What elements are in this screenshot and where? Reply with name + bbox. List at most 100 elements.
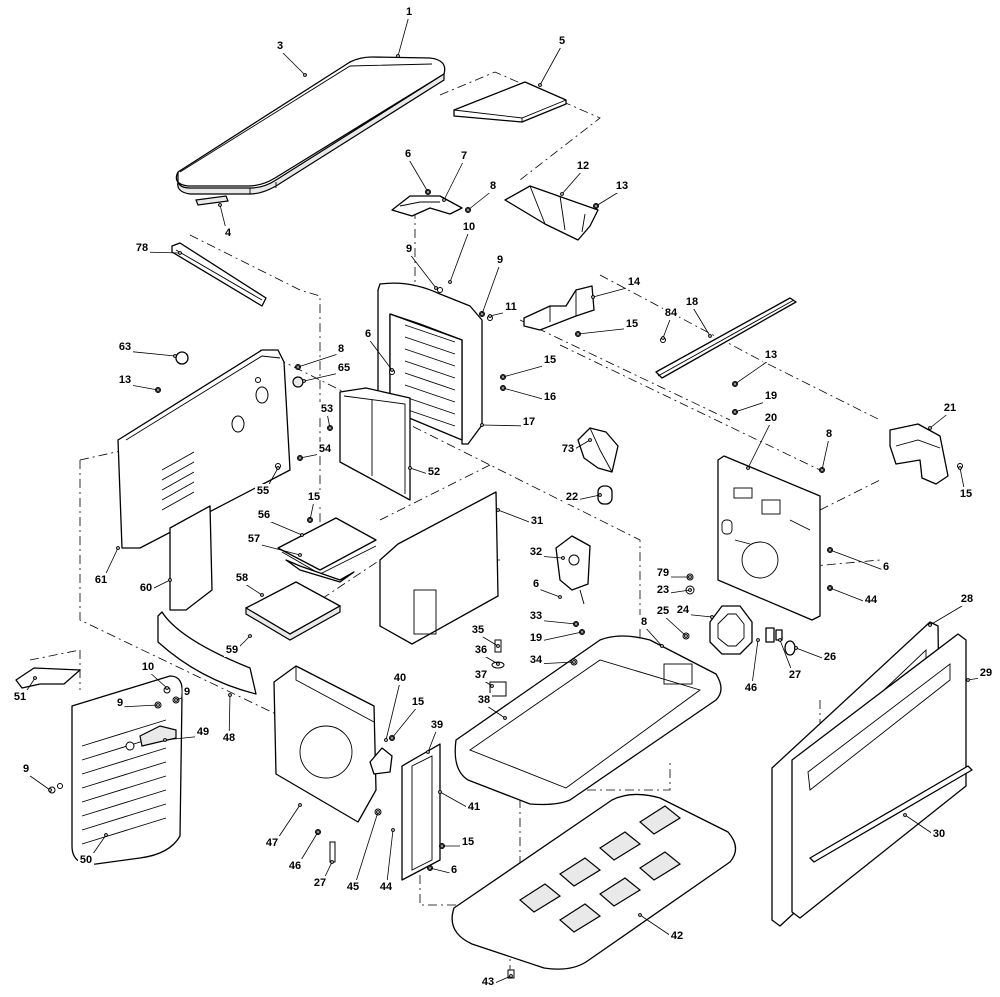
callout-number-bg: [336, 342, 346, 356]
callout-leader-end: [710, 615, 714, 619]
duct-60: [169, 505, 213, 611]
tray-57: [285, 559, 355, 583]
side-rail-39: [401, 743, 441, 881]
callout-number: 48: [223, 732, 235, 744]
callout-number-bg: [21, 762, 31, 776]
callout-leader: [929, 602, 968, 626]
callout-number-bg: [378, 880, 394, 894]
callout-9: 9: [480, 253, 505, 316]
louvers: [404, 324, 456, 427]
callout-leader: [734, 358, 772, 385]
callout-48: 48: [221, 693, 237, 745]
callout-leader: [747, 421, 772, 469]
callout-number: 55: [257, 485, 269, 497]
callout-number: 54: [319, 443, 332, 455]
callout-number-bg: [473, 643, 489, 657]
callout-15: 15: [576, 317, 640, 336]
callout-leader-end: [178, 251, 182, 255]
callout-number-bg: [224, 643, 240, 657]
callout-number: 32: [530, 546, 542, 558]
callout-number: 56: [258, 509, 270, 521]
callout-32: 32: [528, 545, 565, 560]
callout-leader-end: [228, 693, 232, 697]
callout-number: 65: [338, 362, 350, 374]
callout-number: 6: [365, 328, 371, 340]
callout-leader-end: [330, 860, 334, 864]
callout-9: 9: [21, 762, 52, 792]
callout-number: 40: [394, 672, 406, 684]
callout-17: 17: [480, 415, 537, 429]
callout-leader-end: [638, 913, 642, 917]
bottom-plate: [451, 793, 737, 970]
callout-number: 47: [266, 837, 278, 849]
callout-number: 8: [641, 616, 647, 628]
callout-number: 16: [544, 391, 556, 403]
callout-leader-end: [561, 556, 565, 560]
callout-number-bg: [473, 668, 489, 682]
callout-number: 6: [405, 148, 411, 160]
callout-number: 61: [95, 574, 107, 586]
callout-44: 44: [828, 586, 879, 607]
control-valve: [555, 535, 591, 605]
battery-box: [273, 665, 377, 823]
callout-number-bg: [93, 573, 109, 587]
callout-leader-end: [116, 546, 120, 550]
callout-leader-end: [396, 54, 400, 58]
callout-22: 22: [564, 490, 602, 504]
callout-number-bg: [404, 5, 414, 19]
callout-number: 8: [826, 428, 832, 440]
callout-number: 5: [559, 35, 565, 47]
callout-leader-end: [501, 386, 505, 390]
callout-leader-end: [480, 312, 484, 316]
callout-leader-end: [302, 379, 306, 383]
callout-number-bg: [287, 859, 303, 873]
callout-number-bg: [542, 353, 558, 367]
callout-number: 13: [765, 349, 777, 361]
callout-number: 60: [140, 582, 152, 594]
callout-number: 22: [566, 491, 578, 503]
callout-number-bg: [528, 545, 544, 559]
callout-leader-end: [33, 676, 37, 680]
callout-number-bg: [12, 690, 28, 704]
left-side-panel: [117, 349, 291, 549]
callout-number: 43: [482, 976, 494, 988]
callout-number-bg: [138, 581, 154, 595]
callout-leader-end: [496, 508, 500, 512]
callout-number: 23: [657, 584, 669, 596]
callout-number-bg: [684, 295, 700, 309]
callout-leader-end: [298, 456, 302, 460]
callout-leader-end: [820, 468, 824, 472]
callout-leader-end: [756, 638, 760, 642]
callout-number: 33: [530, 610, 542, 622]
callout-number: 17: [523, 416, 535, 428]
callout-78: 78: [134, 241, 182, 255]
callout-number-bg: [624, 317, 640, 331]
callout-number-bg: [345, 880, 361, 894]
callout-leader-end: [928, 426, 932, 430]
callout-13: 13: [594, 179, 630, 208]
clip-46: [765, 627, 775, 643]
callout-50: 50: [78, 833, 108, 867]
tray-56: [277, 517, 377, 575]
callout-leader: [577, 327, 633, 335]
callout-8: 8: [466, 179, 498, 212]
callout-leader: [481, 263, 501, 315]
callout-leader: [643, 625, 663, 647]
callout-number-bg: [319, 402, 335, 416]
callout-leader-end: [390, 736, 394, 740]
callout-leader-end: [778, 638, 782, 642]
callout-leader-end: [684, 634, 688, 638]
top-cover: [175, 56, 446, 195]
callout-leader-end: [746, 466, 750, 470]
callout-leader-end: [509, 974, 513, 978]
callout-number: 84: [665, 307, 678, 319]
callout-15: 15: [958, 466, 974, 501]
callout-52: 52: [408, 465, 442, 479]
callout-number: 73: [562, 443, 574, 455]
callout-9: 9: [115, 696, 160, 710]
callout-number-bg: [115, 696, 125, 710]
inner-baffle: [339, 387, 411, 501]
callout-19: 19: [733, 389, 779, 414]
callout-5: 5: [538, 34, 567, 87]
callout-leader-end: [426, 190, 430, 194]
